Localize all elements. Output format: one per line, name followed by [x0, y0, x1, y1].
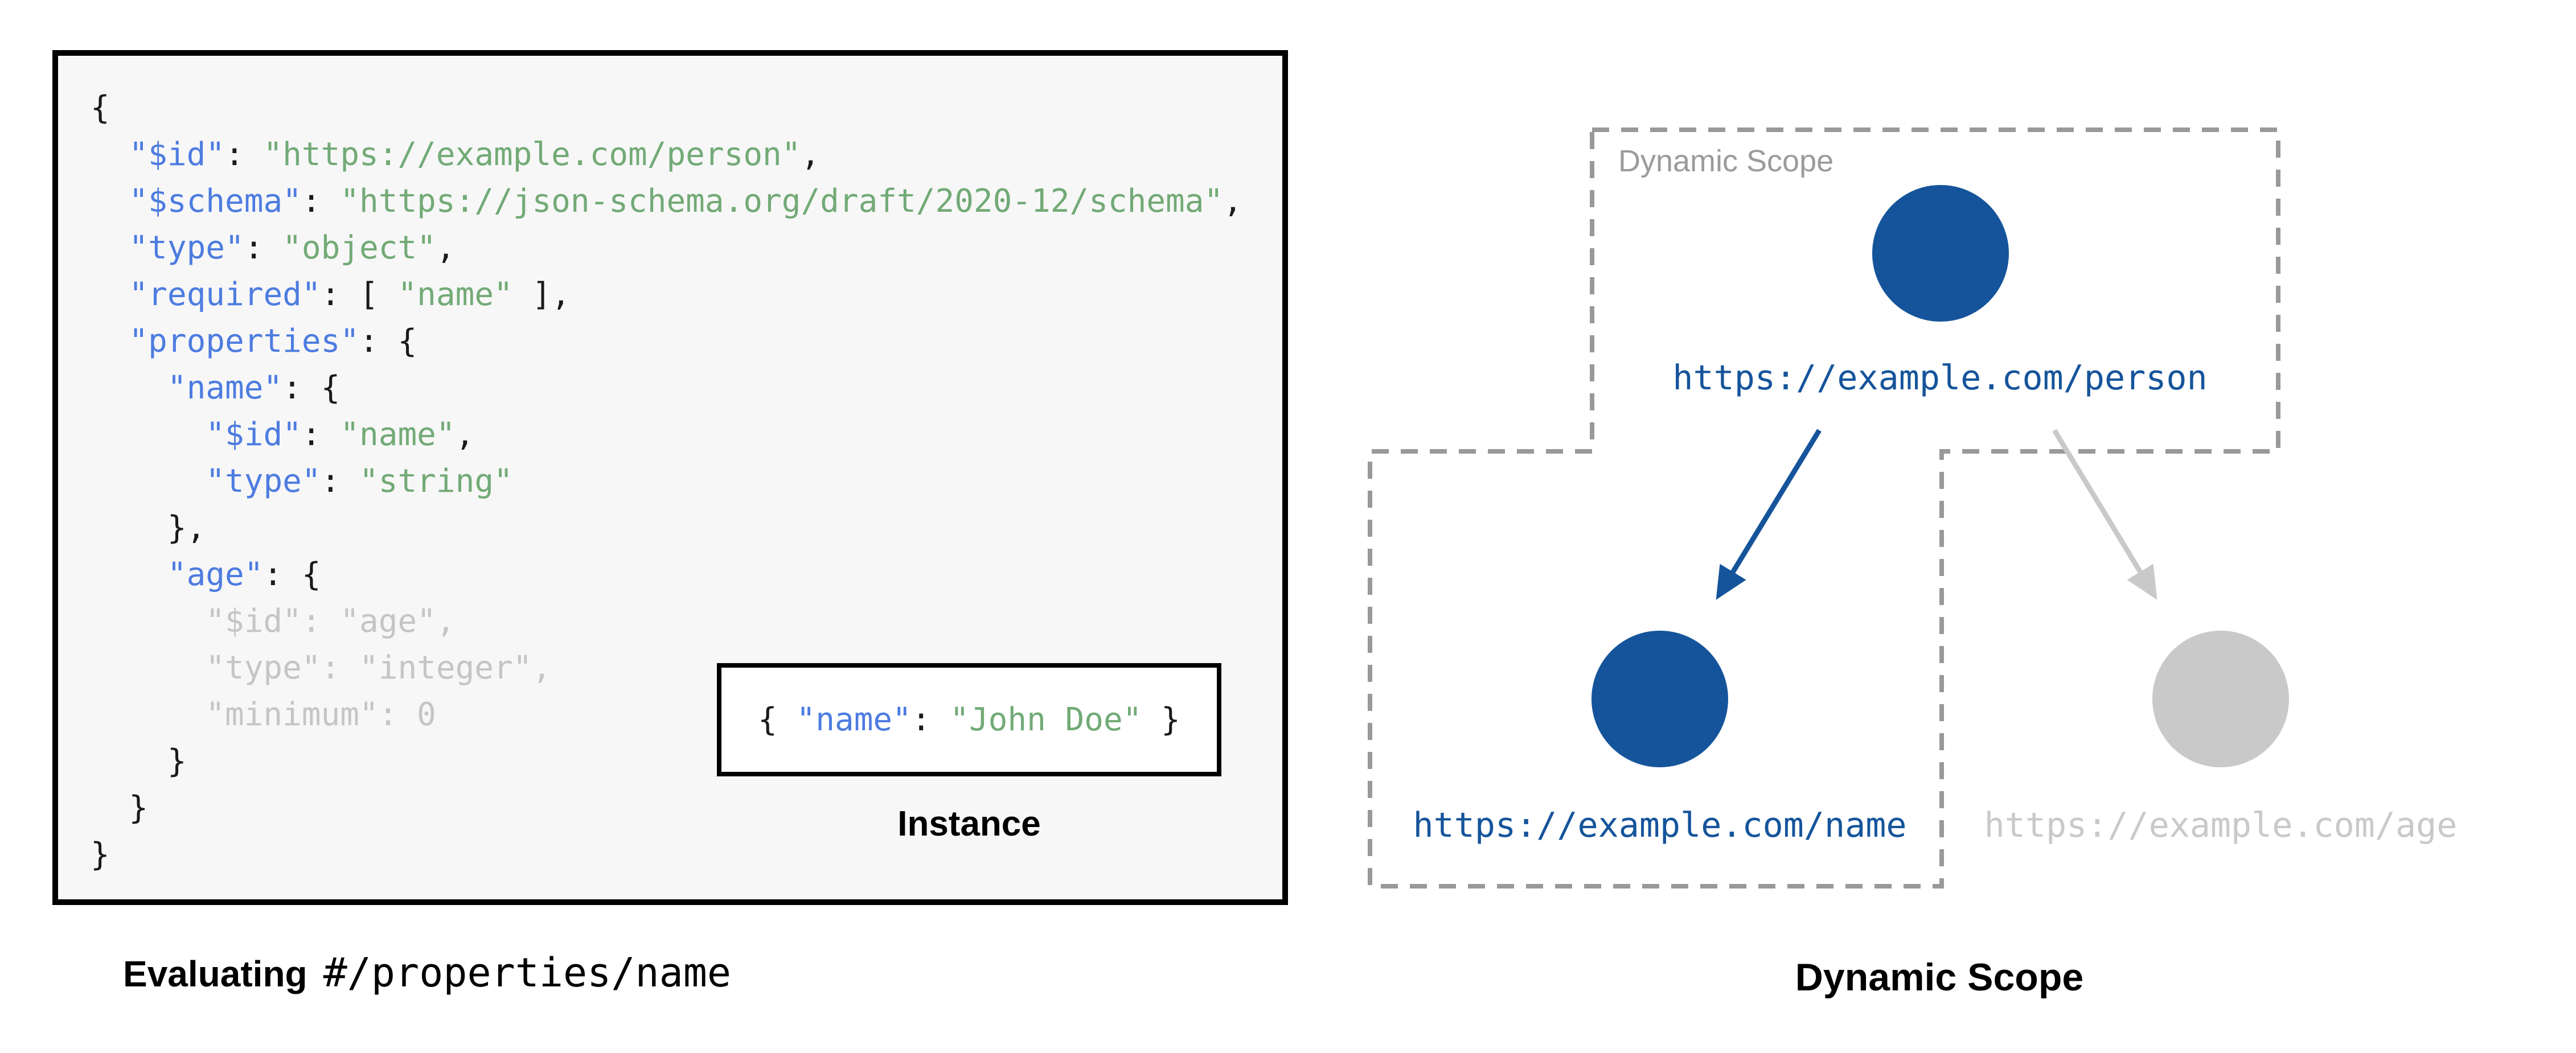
code-token: "$id"	[129, 136, 225, 173]
code-token: {	[91, 89, 110, 126]
code-line: },	[91, 505, 1265, 552]
right-caption: Dynamic Scope	[1795, 956, 2084, 999]
code-token: "object"	[282, 229, 436, 266]
code-line: "type": "object",	[91, 225, 1265, 272]
code-line: "$id": "age",	[91, 598, 1265, 645]
code-token: }	[91, 836, 110, 873]
code-token: "https://json-schema.org/draft/2020-12/s…	[340, 183, 1224, 220]
code-line: "minimum": 0	[91, 692, 1265, 738]
code-token: :	[911, 701, 950, 738]
code-line: {	[91, 85, 1265, 131]
code-line: }	[91, 785, 1265, 832]
code-token: }	[91, 743, 187, 780]
code-token: ,	[455, 416, 475, 453]
code-token: {	[758, 701, 797, 738]
arrow-person-to-name	[1716, 429, 1822, 600]
code-token: : {	[282, 369, 341, 406]
code-line: "name": {	[91, 365, 1265, 412]
code-token: : {	[359, 323, 417, 360]
code-token: :	[225, 136, 264, 173]
code-token: :	[244, 229, 283, 266]
code-token: "name"	[167, 369, 283, 406]
person-node-circle	[1872, 185, 2009, 322]
code-line: "properties": {	[91, 318, 1265, 365]
code-token: ,	[1223, 183, 1242, 220]
code-line: }	[91, 738, 1265, 785]
code-token: "name"	[340, 416, 456, 453]
code-token: "age"	[167, 556, 264, 593]
instance-box: { "name": "John Doe" }	[717, 663, 1221, 776]
person-node-label: https://example.com/person	[1672, 358, 2208, 398]
code-token: ],	[512, 276, 571, 313]
code-token: "properties"	[129, 323, 360, 360]
code-token: "minimum": 0	[91, 696, 436, 733]
schema-code-block: { "$id": "https://example.com/person", "…	[58, 56, 1282, 878]
code-token: "type"	[206, 463, 321, 500]
code-token: "$id"	[206, 416, 302, 453]
dynamic-scope-region-label: Dynamic Scope	[1618, 144, 1834, 178]
code-token: "name"	[397, 276, 513, 313]
code-token: :	[301, 183, 341, 220]
age-node-circle	[2152, 631, 2289, 767]
code-token: ,	[801, 136, 821, 173]
arrow-person-to-age	[2052, 429, 2157, 600]
code-token: :	[301, 416, 341, 453]
code-line: }	[91, 832, 1265, 878]
code-token: },	[91, 509, 206, 546]
age-node-label: https://example.com/age	[1984, 805, 2458, 845]
code-token: "https://example.com/person"	[263, 136, 801, 173]
code-token: "$schema"	[129, 183, 302, 220]
code-token: ,	[436, 229, 456, 266]
code-token: "type"	[129, 229, 244, 266]
code-token: : {	[263, 556, 321, 593]
code-line: "age": {	[91, 552, 1265, 598]
code-token: "$id": "age",	[91, 603, 456, 640]
code-token: : [	[321, 276, 398, 313]
code-token: "string"	[359, 463, 513, 500]
code-line: "required": [ "name" ],	[91, 272, 1265, 318]
code-line: "$id": "name",	[91, 412, 1265, 458]
instance-label: Instance	[897, 804, 1041, 844]
dynamic-scope-outline	[1368, 127, 2280, 889]
code-line: "type": "integer",	[91, 645, 1265, 692]
left-caption-json-pointer: #/properties/name	[323, 949, 732, 996]
code-token: "required"	[129, 276, 321, 313]
code-line: "type": "string"	[91, 458, 1265, 505]
code-token: }	[91, 789, 149, 826]
code-token: :	[321, 463, 360, 500]
name-node-circle	[1591, 631, 1728, 767]
code-token: "type": "integer",	[91, 649, 552, 686]
schema-panel: { "$id": "https://example.com/person", "…	[52, 50, 1288, 905]
code-token: "John Doe"	[950, 701, 1142, 738]
code-token: }	[1142, 701, 1180, 738]
code-line: "$id": "https://example.com/person",	[91, 131, 1265, 178]
left-caption: Evaluating #/properties/name	[123, 949, 731, 996]
code-line: "$schema": "https://json-schema.org/draf…	[91, 178, 1265, 225]
code-token: "name"	[796, 701, 912, 738]
left-caption-evaluating: Evaluating	[123, 953, 307, 994]
name-node-label: https://example.com/name	[1413, 805, 1907, 845]
